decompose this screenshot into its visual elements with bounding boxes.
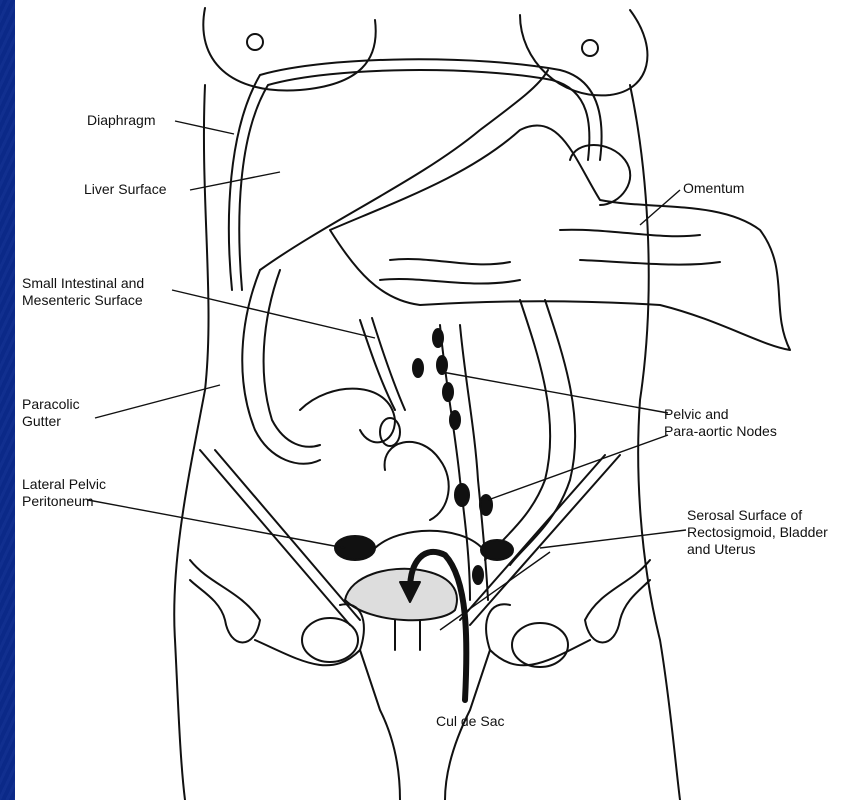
label-small-intestinal: Small Intestinal and Mesenteric Surface	[22, 275, 144, 309]
leader-pelvic-nodes-1	[442, 372, 668, 413]
leader-pelvic-nodes-2	[488, 435, 668, 500]
label-serosal-surface: Serosal Surface of Rectosigmoid, Bladder…	[687, 507, 828, 558]
label-lateral-pelvic: Lateral Pelvic Peritoneum	[22, 476, 106, 510]
label-paracolic-gutter: Paracolic Gutter	[22, 396, 80, 430]
leader-paracolic	[95, 385, 220, 418]
label-diaphragm: Diaphragm	[87, 112, 155, 129]
label-cul-de-sac: Cul de Sac	[436, 713, 504, 730]
leader-diaphragm	[175, 121, 234, 134]
label-omentum: Omentum	[683, 180, 744, 197]
label-liver-surface: Liver Surface	[84, 181, 166, 198]
leader-small-intestinal	[172, 290, 375, 338]
leader-omentum	[640, 190, 680, 225]
label-pelvic-nodes: Pelvic and Para-aortic Nodes	[664, 406, 777, 440]
leader-lateral-pelvic	[88, 500, 345, 548]
leader-liver	[190, 172, 280, 190]
leader-serosal	[540, 530, 686, 548]
